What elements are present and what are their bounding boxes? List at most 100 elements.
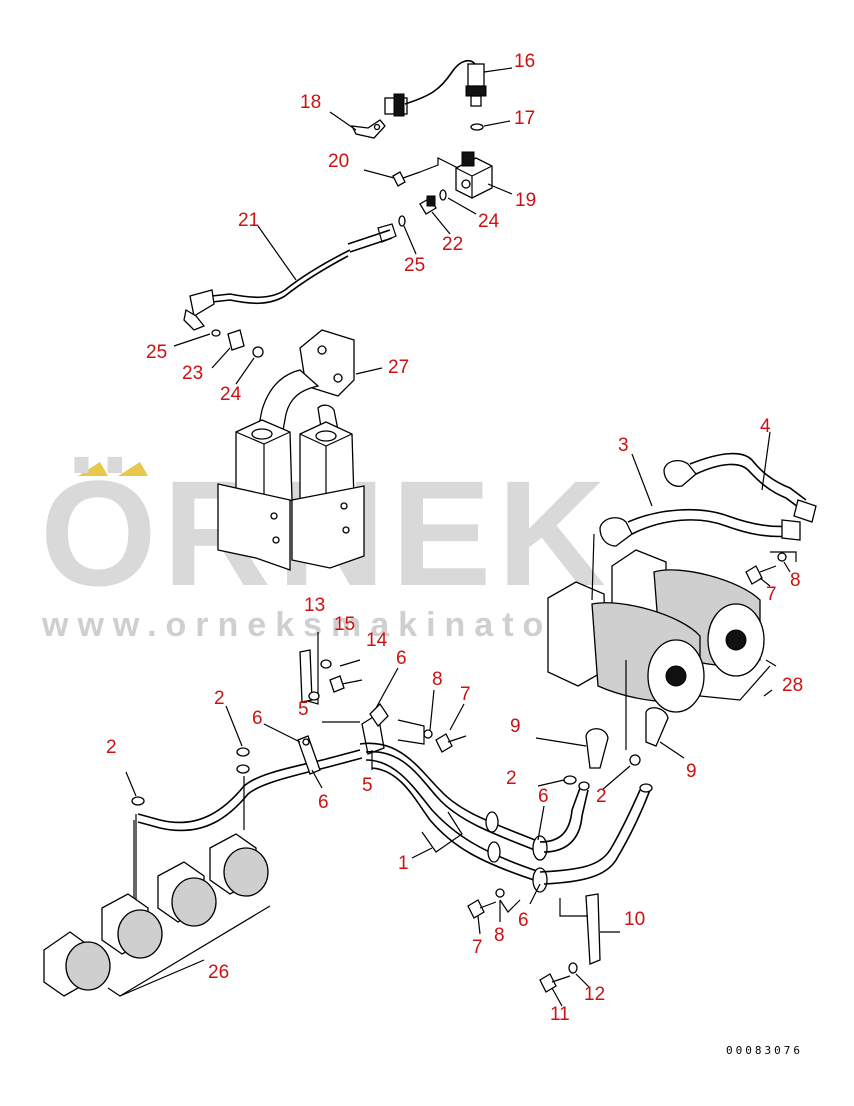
o-ring-24-lower [252,346,264,358]
pipe-end-left [578,781,590,791]
hose-4-line-a [689,452,807,501]
callout-8-center: 8 [432,669,443,690]
washer-2-e [629,754,641,766]
leader-9-right [659,741,685,759]
o-ring-17 [470,123,484,131]
bolt-7-lower-shank [479,901,497,909]
hose-21 [183,223,397,358]
acc-3-body [171,877,217,927]
leader-3 [631,453,653,507]
drawing-code: 00083076 [726,1044,803,1057]
pipe-rise-a [539,787,581,843]
leader-24-lower [235,357,255,385]
pipe-end-right [639,783,653,793]
leader-8-center [397,719,425,745]
sensor-tip [470,95,482,107]
callout-8-lower: 8 [494,925,505,946]
bolt-7-center-shank [447,735,467,743]
leader-13 [303,632,319,705]
hose-4-end [793,499,817,523]
callout-12: 12 [584,984,605,1005]
hose-21-fitting-a [347,229,391,245]
hose-3-boot [599,517,633,547]
callout-20: 20 [328,151,349,172]
callout-19: 19 [515,190,536,211]
clamp-6-right-a [532,835,548,861]
leader-27 [355,367,383,375]
hose-3-end [781,519,801,541]
callout-14: 14 [366,630,388,651]
callout-3: 3 [618,435,629,456]
leader-28-tick [765,659,777,667]
bolt-20-shank [402,171,421,179]
leader-6-left [263,723,301,743]
bolt-7-upper-shank [759,565,777,573]
leader-2-a [225,705,243,747]
leader-18 [329,111,357,131]
callout-21: 21 [238,210,259,231]
leader-1 [411,847,433,859]
callout-6-top: 6 [396,648,407,669]
pipe-main-b [365,750,541,853]
callout-5-below: 5 [362,775,373,796]
hose-21-elbow [189,289,215,318]
piping-1 [125,702,653,919]
bracket-18 [350,119,386,139]
clamp-6-right-b [532,867,548,893]
valve-block-27 [217,329,365,571]
leader-6-lower [529,883,541,905]
motors-28 [547,549,777,713]
leader-8-lower [499,899,521,913]
o-ring-25-top [398,215,406,227]
valve-left-cap [251,428,273,440]
washer-8-upper [777,552,787,562]
callout-2-a: 2 [214,688,225,709]
base-plate-right [291,485,365,569]
callout-17: 17 [514,108,535,129]
bracket-hole [373,123,381,131]
callout-25-top: 25 [404,255,425,276]
acc-2-body [117,909,163,959]
watermark-accent-right [118,462,148,476]
bolt-11-head [539,973,557,993]
flange-hole-b [333,373,343,383]
clamp-6-left [297,735,321,775]
leader-16 [483,67,513,73]
callout-15: 15 [334,614,355,635]
callout-7-upper: 7 [766,584,777,605]
washer-2-d [563,775,577,785]
clamp-6-left-hole [302,738,310,746]
hose-21-nut [377,223,397,243]
callout-24-top: 24 [478,211,500,232]
bolt-14-head [329,675,345,693]
bolt-20-leader [419,157,459,173]
leader-14 [339,659,361,667]
boot-9-right [645,707,669,747]
sensor-nut [465,85,487,97]
sensor-wire [404,59,476,105]
leader-12 [575,973,591,989]
pipe-left-lower [137,757,363,832]
bracket-10-group [539,893,620,993]
motor-front-hub [665,665,687,687]
hose-21-line-a [211,249,351,299]
leader-8-center-v [429,689,435,731]
leader-3-down [591,533,595,601]
washer-2-a [236,747,250,757]
leader-25-top [403,225,417,255]
clamp-13-group [299,632,363,705]
valve-right-cap [315,430,337,442]
callout-27: 27 [388,357,409,378]
hose-4-line-b [695,463,803,511]
plate-bolt-3 [340,502,348,510]
washer-12 [568,962,578,974]
pipe-main-a [359,742,541,843]
bolt-7-lower-head [467,899,485,919]
pipe-rise-d [543,789,651,885]
block-edges [455,165,493,198]
boots-9 [535,660,685,769]
block-port [461,179,471,189]
callout-6-below: 6 [318,792,329,813]
motor-rear-hub [725,629,747,651]
leader-24-top [447,197,477,215]
